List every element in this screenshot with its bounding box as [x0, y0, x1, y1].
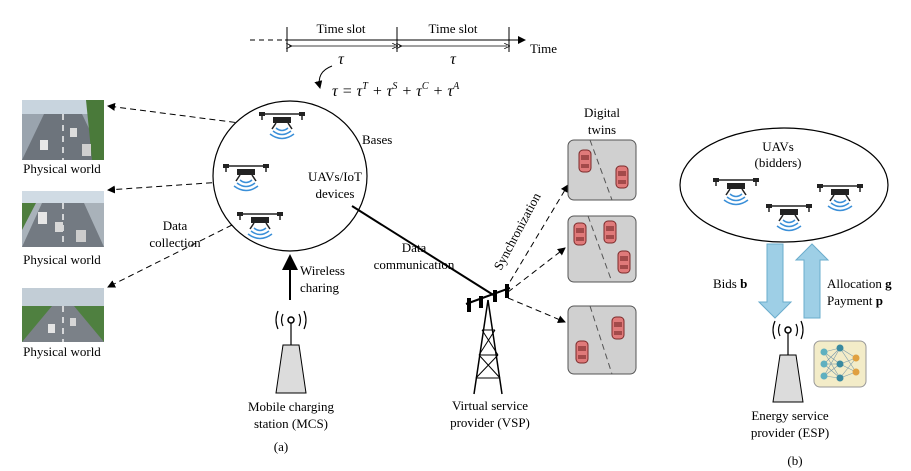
- allocation-payment-arrow: [794, 243, 830, 319]
- physical-world-photo-2: [22, 191, 104, 247]
- tau-label-1: τ: [338, 51, 345, 68]
- physical-world-label-1: Physical world: [23, 161, 101, 176]
- mcs-station-icon: [275, 344, 307, 394]
- data-collection-arrows: [107, 102, 256, 288]
- physical-world-label-2: Physical world: [23, 252, 101, 267]
- bases-label: Bases: [362, 132, 392, 147]
- digital-twin-tile-2: [567, 215, 637, 283]
- physical-world-photo-1: [22, 100, 104, 160]
- digital-twin-tile-3: [567, 305, 637, 375]
- synchronization-label: Synchronization: [490, 190, 543, 273]
- esp-station-icon: [772, 354, 804, 403]
- timeline: Time slot Time slot Time τ τ τ = τT + τS…: [250, 21, 557, 100]
- bids-arrow: [757, 243, 793, 319]
- allocation-label: Allocation g: [827, 276, 892, 291]
- synchronization-arrows: [504, 184, 569, 323]
- time-axis-label: Time: [530, 41, 557, 56]
- slot-label-2: Time slot: [428, 21, 477, 36]
- digital-twin-tile-1: [567, 139, 637, 201]
- caption-a: (a): [274, 439, 288, 454]
- caption-b: (b): [787, 453, 802, 468]
- bids-label: Bids b: [713, 276, 747, 291]
- data-communication-link: [351, 205, 496, 297]
- slot-label-1: Time slot: [316, 21, 365, 36]
- physical-world-label-3: Physical world: [23, 344, 101, 359]
- payment-label: Payment p: [827, 293, 883, 308]
- tau-label-2: τ: [450, 51, 457, 68]
- bidders-label: UAVs(bidders): [755, 139, 802, 170]
- tau-equation: τ = τT + τS + τC + τA: [332, 81, 460, 100]
- vsp-tower-icon: [465, 284, 511, 395]
- physical-world-photo-3: [22, 288, 104, 342]
- neural-network-icon: [813, 340, 867, 388]
- bidders-ellipse: [679, 127, 889, 243]
